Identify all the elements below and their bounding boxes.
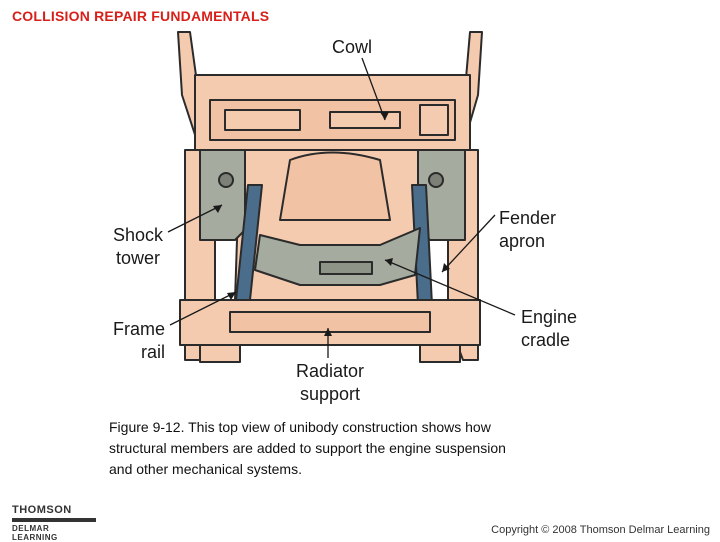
- left-shock-mount: [218, 172, 234, 188]
- cowl-arrow: [380, 112, 389, 120]
- copyright-text: Copyright © 2008 Thomson Delmar Learning: [491, 524, 710, 536]
- engine-cradle: [254, 227, 421, 286]
- cowl-rib: [329, 111, 401, 129]
- cowl-label: Cowl: [332, 37, 373, 57]
- frame-rail-leader: [169, 291, 237, 326]
- cowl-leader: [361, 57, 386, 121]
- left-shock-tower: [199, 149, 246, 241]
- logo-line2: DELMAR LEARNING: [12, 524, 58, 542]
- frame-rail-arrow: [227, 292, 236, 300]
- logo-line1: THOMSON: [12, 504, 72, 516]
- header-title: COLLISION REPAIR FUNDAMENTALS: [12, 8, 270, 24]
- figure-caption: Figure 9-12. This top view of unibody co…: [109, 419, 506, 477]
- cowl-rib: [224, 109, 301, 131]
- right-bumper-mount: [419, 344, 461, 363]
- leader-lines: [167, 57, 516, 358]
- left-bumper-mount: [199, 344, 241, 363]
- engine-cradle-slot: [319, 261, 373, 275]
- shock-tower-arrow: [213, 205, 222, 213]
- engine-cradle-leader: [384, 259, 516, 316]
- cowl-rib: [419, 104, 449, 136]
- logo-bar: [12, 518, 96, 522]
- engine-bay-hump: [279, 151, 391, 221]
- shock-tower-leader: [167, 204, 223, 233]
- right-shock-mount: [428, 172, 444, 188]
- engine-cradle-arrow: [385, 258, 393, 266]
- fender-apron-leader: [441, 214, 496, 273]
- leader-arrows: [213, 112, 450, 336]
- vehicle-body: [177, 31, 483, 363]
- radiator-support-arrow: [324, 328, 332, 336]
- fender-apron-arrow: [442, 263, 450, 272]
- radiator-support-inner: [229, 311, 431, 333]
- publisher-logo: THOMSON DELMAR LEARNING: [12, 504, 96, 542]
